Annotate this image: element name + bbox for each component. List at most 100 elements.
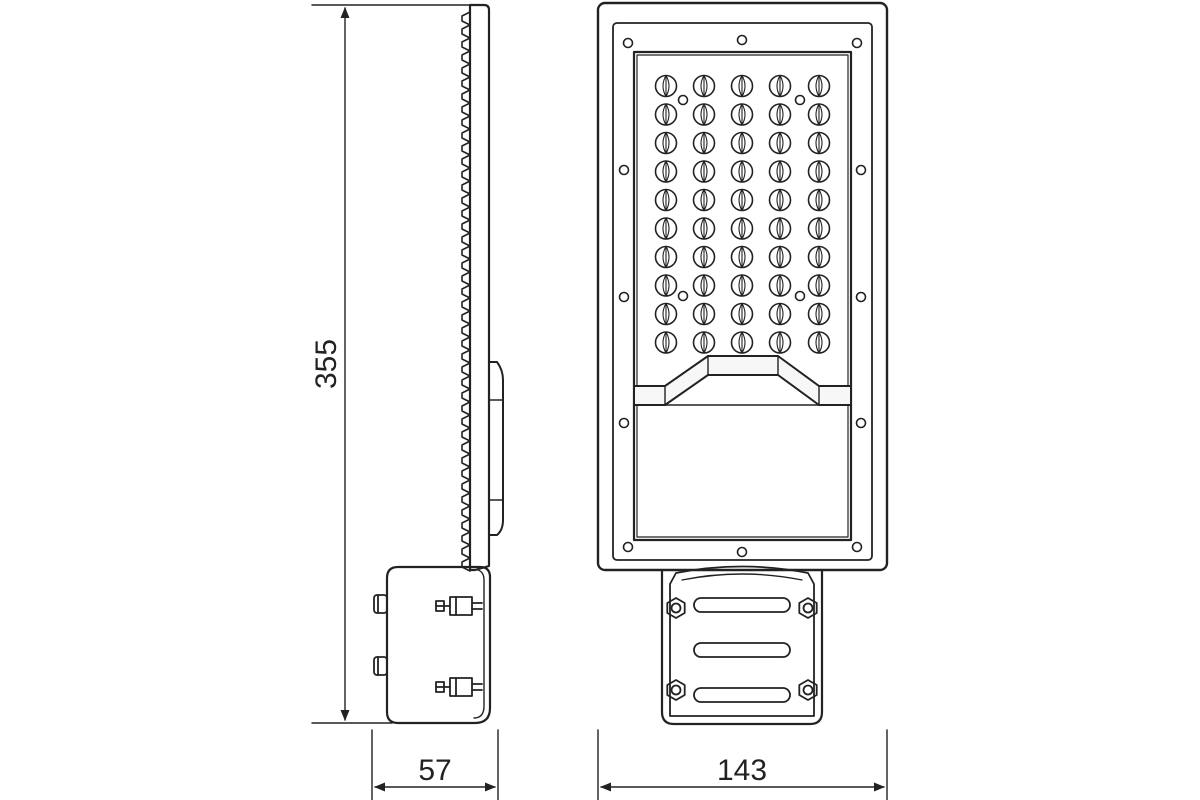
led [654, 103, 678, 126]
led [692, 131, 716, 155]
led [768, 188, 792, 212]
led [654, 74, 678, 98]
frame-screw [855, 417, 867, 429]
heatsink-fin-profile [461, 11, 471, 572]
led [768, 131, 792, 155]
led [768, 74, 792, 98]
side-view [373, 3, 504, 725]
led [807, 274, 831, 297]
led [730, 217, 754, 240]
led [692, 103, 716, 126]
led [807, 217, 831, 240]
led-panel-dot [794, 290, 806, 302]
led [692, 302, 716, 326]
led [654, 331, 678, 354]
led [654, 274, 678, 297]
height-dimension: 355 [310, 4, 471, 724]
led [807, 331, 831, 354]
frame-screw [736, 546, 748, 558]
frame-screw [622, 541, 634, 553]
led [807, 131, 831, 155]
led-panel-dot [794, 94, 806, 106]
led [768, 331, 792, 354]
led [692, 217, 716, 240]
front-bracket [660, 565, 824, 726]
front-view [596, 1, 889, 726]
led [654, 131, 678, 155]
hex-nut [798, 597, 818, 619]
led [692, 160, 716, 183]
led [768, 160, 792, 183]
led [654, 217, 678, 240]
led [807, 160, 831, 183]
led-panel [632, 50, 853, 542]
led [768, 302, 792, 326]
led [730, 302, 754, 326]
led [730, 74, 754, 98]
hex-nut [666, 679, 686, 701]
led [654, 245, 678, 269]
hex-nut [798, 679, 818, 701]
led [692, 274, 716, 297]
led [692, 245, 716, 269]
led-panel-dot [677, 94, 689, 106]
led [654, 188, 678, 212]
frame-screw [851, 541, 863, 553]
led [807, 245, 831, 269]
side-bolt-top [373, 594, 388, 614]
bracket-slot [693, 642, 791, 658]
led [730, 274, 754, 297]
led [807, 74, 831, 98]
side-bolt-bottom [373, 656, 388, 676]
frame-screw [855, 164, 867, 176]
frame-screws [618, 34, 867, 558]
frame-screw [618, 164, 630, 176]
led [692, 188, 716, 212]
front-housing-inner [612, 22, 873, 561]
front-width-label: 143 [717, 754, 767, 787]
led [730, 131, 754, 155]
led [730, 245, 754, 269]
led [807, 103, 831, 126]
led [730, 331, 754, 354]
side-driver-box [488, 361, 504, 536]
led [807, 302, 831, 326]
frame-screw [736, 34, 748, 46]
bracket-hex-nuts [666, 597, 818, 701]
led [692, 74, 716, 98]
led-panel-dot [677, 290, 689, 302]
frame-screw [855, 291, 867, 303]
led [730, 188, 754, 212]
side-screw-top [435, 596, 483, 616]
front-width-dimension: 143 [597, 729, 888, 800]
height-dimension-label: 355 [310, 339, 343, 389]
frame-screw [622, 37, 634, 49]
front-bracket-collar [669, 565, 815, 717]
bracket-slot [693, 597, 791, 613]
bracket-slot [693, 687, 791, 703]
side-width-dimension: 57 [371, 729, 499, 800]
led [654, 302, 678, 326]
front-housing-outer [596, 1, 889, 572]
led [692, 331, 716, 354]
led [768, 103, 792, 126]
side-housing [468, 3, 491, 572]
led [730, 103, 754, 126]
frame-screw [618, 417, 630, 429]
side-bracket-inner [473, 569, 485, 719]
led [807, 188, 831, 212]
hex-nut [666, 597, 686, 619]
side-heatsink-fins [461, 11, 471, 572]
frame-screw [618, 291, 630, 303]
led-grid [654, 74, 831, 354]
led [768, 245, 792, 269]
front-bracket-collar-inner [681, 573, 803, 581]
side-bracket [385, 565, 492, 725]
led [768, 274, 792, 297]
led [730, 160, 754, 183]
side-screw-bottom [435, 677, 483, 697]
front-bracket-outline [660, 568, 824, 726]
led [768, 217, 792, 240]
led [654, 160, 678, 183]
